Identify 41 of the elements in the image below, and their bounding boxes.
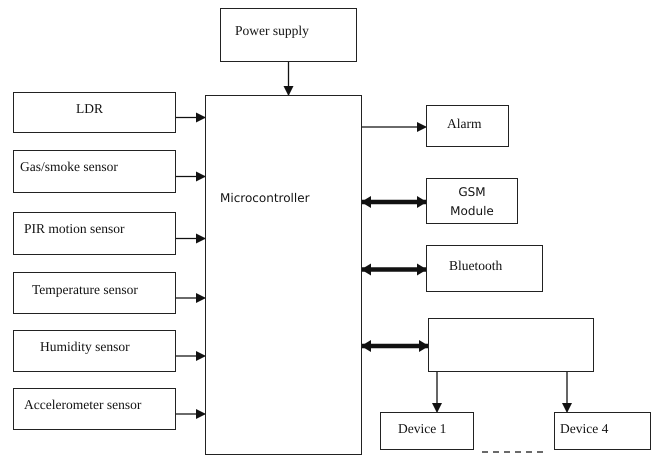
double-arrow xyxy=(361,264,427,276)
sensor-box xyxy=(13,212,176,255)
node-label: GSM Module xyxy=(449,184,495,220)
node-label: PIR motion sensor xyxy=(24,221,125,237)
node-label: Temperature sensor xyxy=(32,282,138,298)
device-box xyxy=(554,412,651,450)
power-supply-box xyxy=(220,8,357,62)
double-arrow xyxy=(361,196,427,208)
arrow xyxy=(176,409,206,419)
node-label: Alarm xyxy=(447,116,482,132)
node-label: Accelerometer sensor xyxy=(24,397,142,413)
sensor-box xyxy=(13,388,176,430)
sensor-box xyxy=(13,330,176,372)
node-label: Bluetooth xyxy=(449,258,502,274)
node-label: Humidity sensor xyxy=(40,339,130,355)
dashed-line xyxy=(482,451,546,453)
double-arrow xyxy=(361,340,429,352)
arrow xyxy=(176,293,206,303)
arrow xyxy=(176,351,206,361)
interface-box xyxy=(428,318,594,372)
node-label: Power supply xyxy=(235,23,309,39)
arrow xyxy=(362,122,427,132)
microcontroller-box xyxy=(205,95,362,455)
arrow xyxy=(176,112,206,122)
node-label: Microcontroller xyxy=(220,191,310,205)
sensor-box xyxy=(13,272,176,314)
node-label: LDR xyxy=(76,101,103,117)
arrow xyxy=(176,172,206,182)
arrow xyxy=(562,372,572,413)
arrow xyxy=(176,234,206,244)
sensor-box xyxy=(13,92,176,133)
device-box xyxy=(380,412,474,450)
output-box xyxy=(426,105,509,147)
module-box xyxy=(426,178,518,224)
arrow xyxy=(284,62,294,96)
node-label: Device 1 xyxy=(398,421,446,437)
module-box xyxy=(426,245,543,292)
arrow xyxy=(432,372,442,413)
node-label: Gas/smoke sensor xyxy=(20,159,118,175)
sensor-box xyxy=(13,150,176,193)
node-label: Device 4 xyxy=(560,421,608,437)
